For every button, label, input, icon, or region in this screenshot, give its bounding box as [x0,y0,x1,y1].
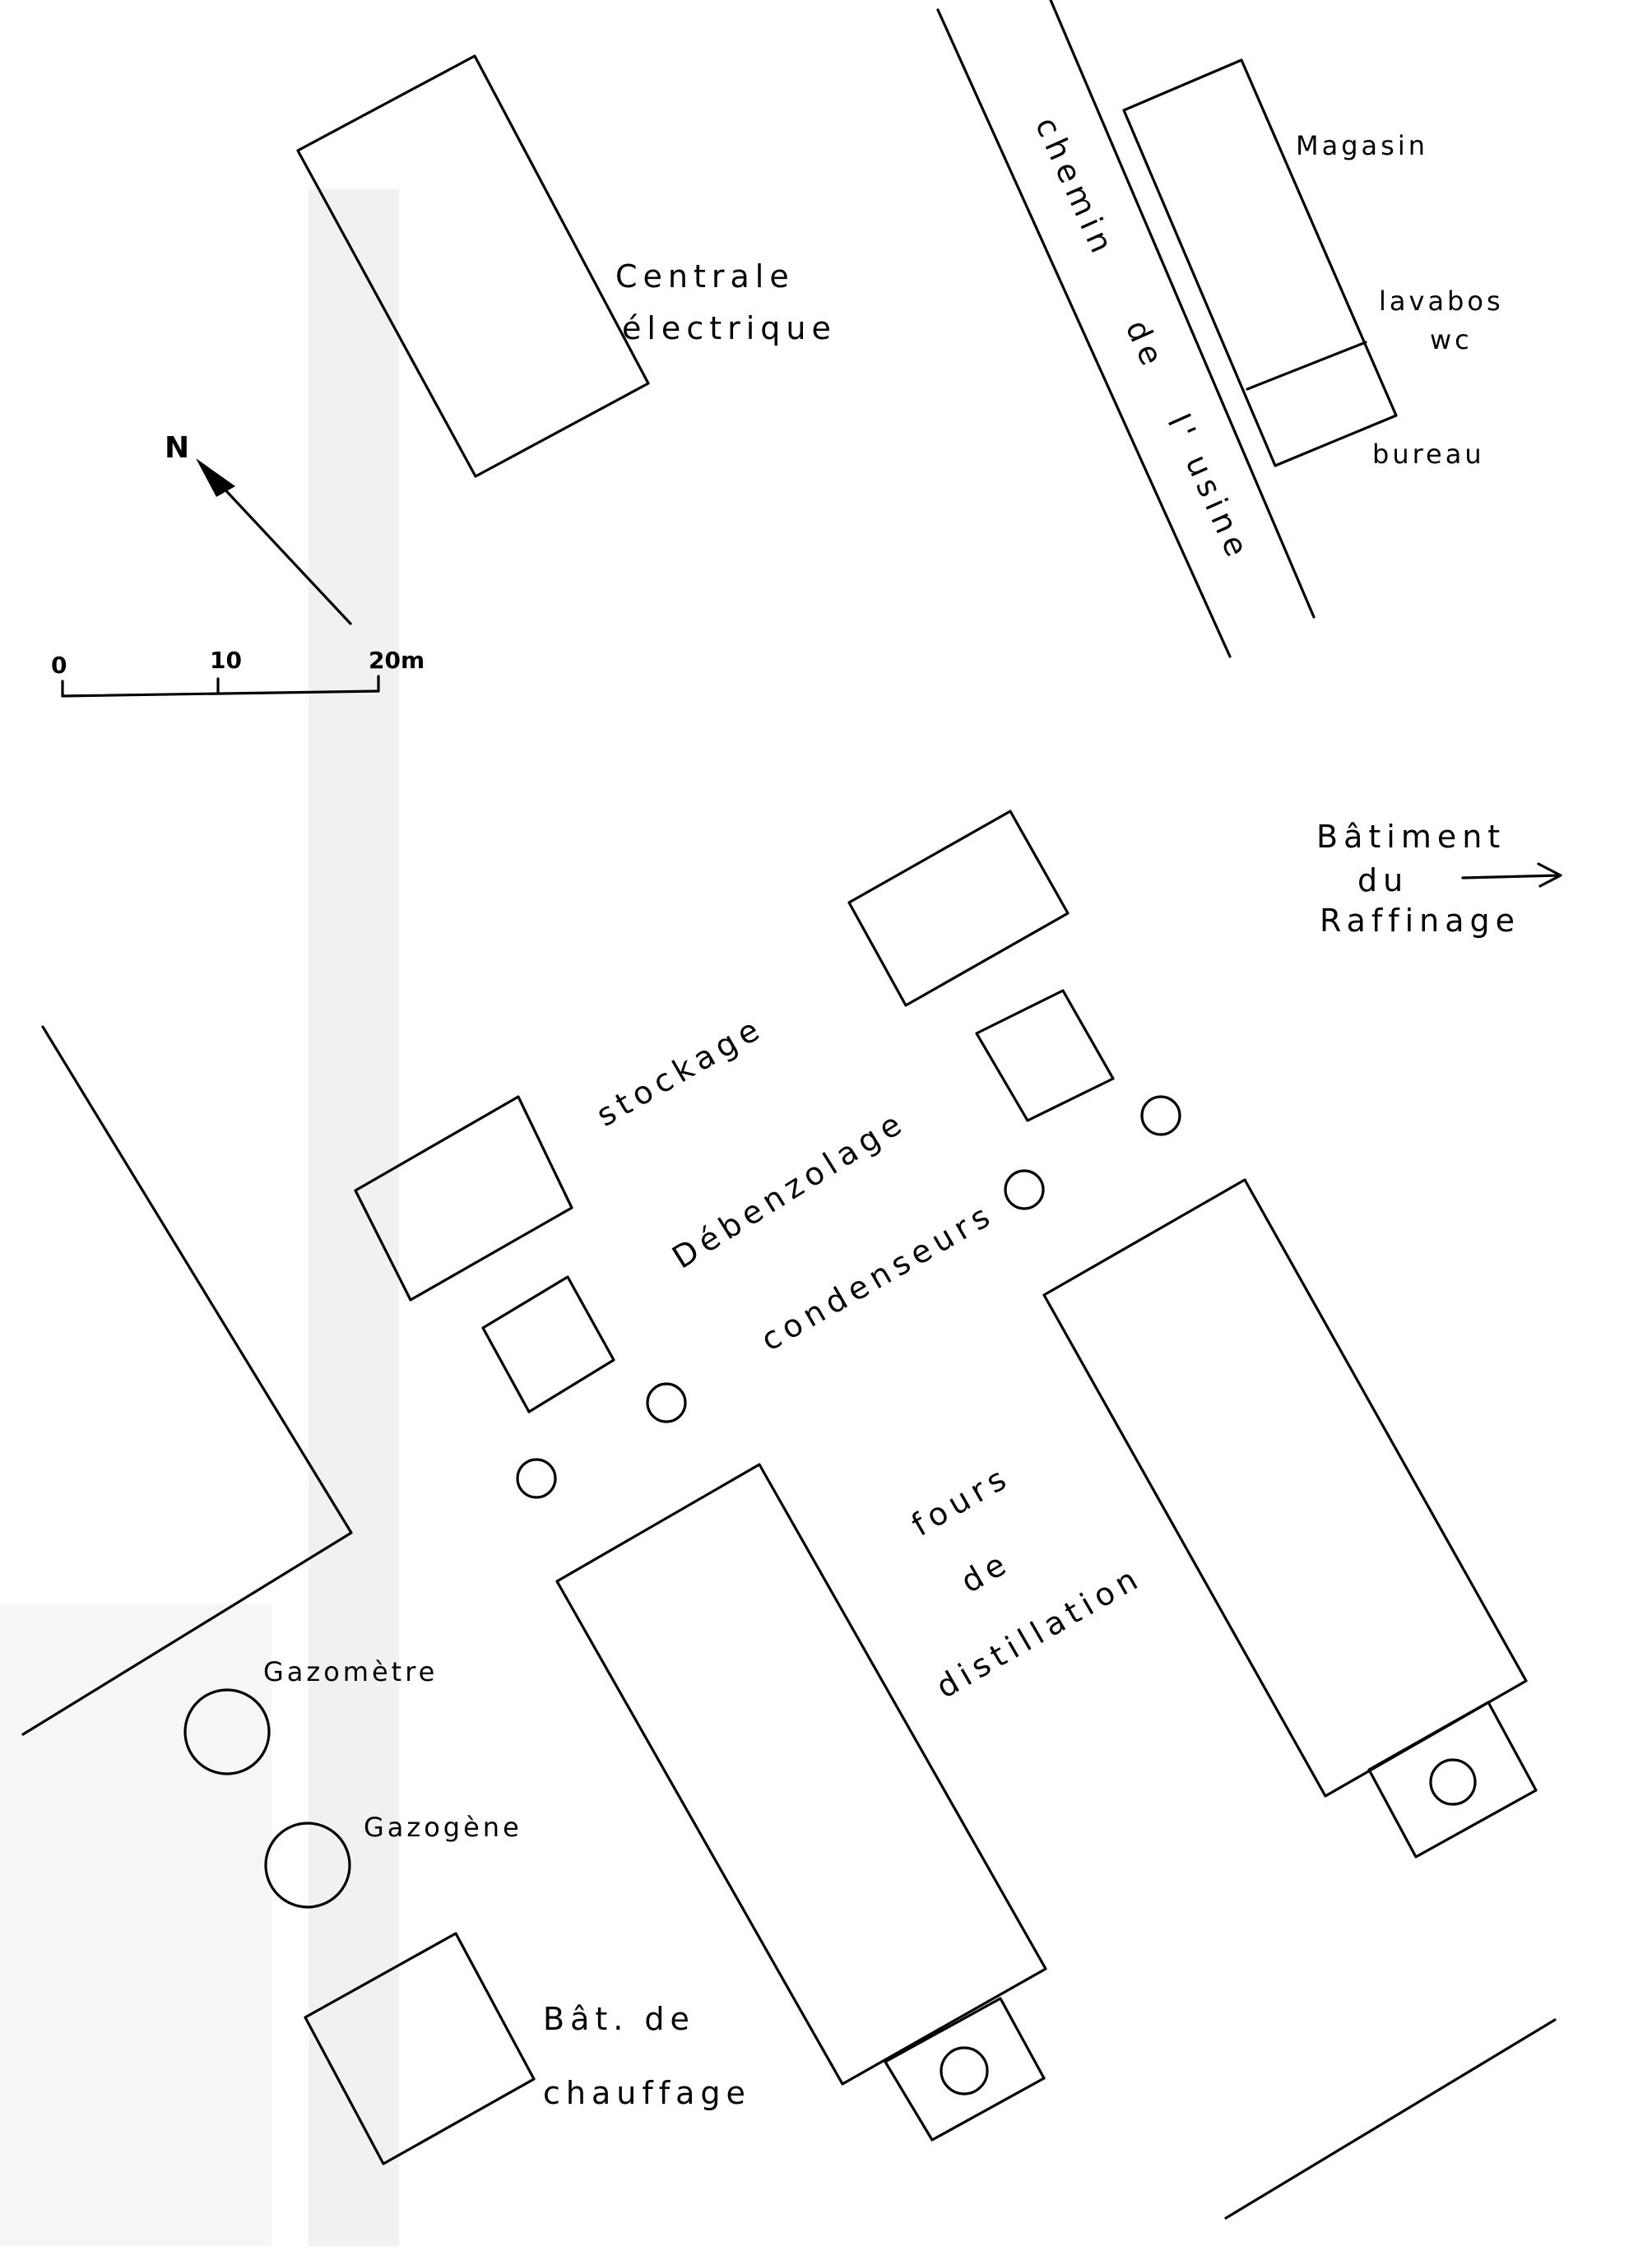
label-chauffage: chauffage [543,2075,751,2111]
debenzolage-building-left [481,1275,615,1413]
label-fours-group: fours [906,1458,1018,1543]
raffinage-pointer: Bâtiment du Raffinage [1316,819,1562,939]
scale-label-20: 20m [369,647,425,674]
heating-building [304,1932,536,2165]
oven-chimney-left [940,2046,989,2096]
magasin-building [1122,58,1398,467]
label-bureau: bureau [1372,439,1485,470]
label-stockage-group: stockage [591,1009,771,1134]
label-fours: fours [906,1458,1018,1543]
label-lavabos: lavabos [1379,285,1504,317]
magasin-partition [1246,341,1367,391]
label-de-group: de [955,1543,1017,1600]
road-label: chemin de l' usine [1028,112,1258,567]
label-stockage: stockage [591,1009,771,1134]
label-debenzolage: Débenzolage [666,1103,912,1276]
label-bat-de: Bât. de [543,2001,695,2037]
north-arrow-head [196,458,235,497]
label-gazometre: Gazomètre [263,1656,438,1687]
label-condenseurs-group: condenseurs [755,1195,1001,1358]
label-magasin: Magasin [1296,130,1428,161]
scale-label-10: 10 [210,647,242,674]
condenser-circle [1004,1169,1045,1210]
label-de: de [955,1543,1017,1600]
photocopy-shading-left [0,1604,271,2246]
gazometre-tank [183,1688,271,1775]
condenser-circle [516,1458,557,1499]
label-raffinage: Raffinage [1320,903,1520,939]
site-boundary-bottom-right [1224,2018,1557,2220]
label-condenseurs: condenseurs [755,1195,1001,1358]
site-boundary-left [21,1025,353,1736]
storage-building-upper [847,810,1070,1007]
north-label: N [165,431,189,465]
road-edge-left [936,8,1232,658]
oven-chimney-base-right [1367,1701,1538,1859]
svg-text:l' usine: l' usine [1160,409,1257,567]
debenzolage-building-right [975,989,1115,1122]
label-electrique: électrique [622,310,837,346]
north-arrow: N [165,431,352,625]
oven-chimney-base-left [884,1997,1046,2142]
road-edge-right [1049,0,1316,619]
distillation-oven-right [1042,1178,1528,1798]
gazogene-tank [264,1822,351,1909]
label-du: du [1357,862,1408,898]
condenser-circle [646,1382,687,1423]
photocopy-shading [309,189,399,2246]
scale-label-0: 0 [51,652,67,679]
scale-bar: 0 10 20m [51,647,425,698]
condenser-circle [1140,1095,1181,1136]
label-debenzolage-group: Débenzolage [666,1103,912,1276]
storage-building-left [354,1095,573,1302]
centrale-electrique-building [296,54,650,478]
raffinage-arrow [1461,874,1561,880]
svg-text:de: de [1119,314,1172,375]
label-wc: wc [1430,324,1473,355]
oven-chimney-right [1429,1758,1477,1806]
distillation-oven-left [555,1463,1047,2086]
label-batiment: Bâtiment [1316,819,1506,855]
label-centrale: Centrale [615,258,795,295]
label-gazogene: Gazogène [364,1812,522,1843]
